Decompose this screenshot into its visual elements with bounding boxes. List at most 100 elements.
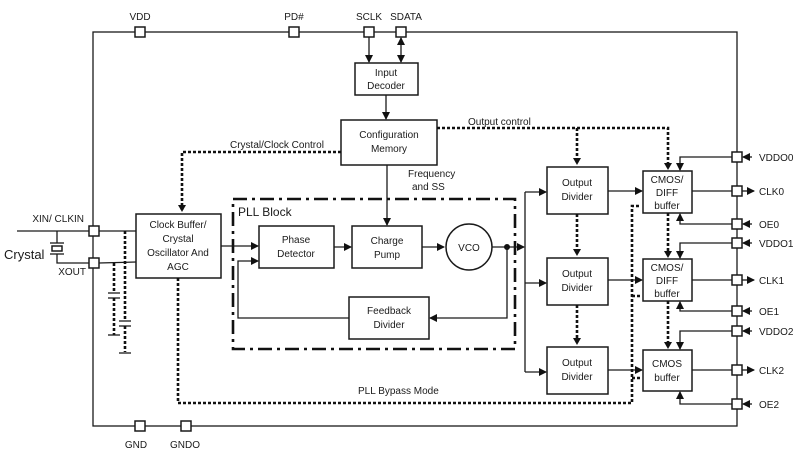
pin-clk2: CLK2: [731, 364, 784, 377]
pin-clk2-label: CLK2: [759, 366, 784, 377]
div2-arrowhead: [573, 338, 581, 345]
pin-vddo1: VDDO1: [731, 237, 794, 250]
config-memory-label-2: Memory: [371, 144, 407, 155]
clock-buffer-label-4: AGC: [167, 262, 189, 273]
crystal-label: Crystal: [4, 247, 45, 262]
feedback-to-pd-wire: [237, 257, 349, 319]
buffer-1-label-3: buffer: [654, 289, 680, 300]
output-divider-2-label-1: Output: [562, 358, 592, 369]
charge-pump-block: Charge Pump: [351, 225, 423, 269]
pin-gndo: GNDO: [170, 420, 200, 451]
output-divider-1-label-2: Divider: [561, 283, 593, 294]
buffer-1: CMOS/ DIFF buffer: [642, 258, 693, 302]
pin-clk1: CLK1: [731, 274, 784, 287]
vco-block: VCO: [445, 223, 493, 271]
buffer-0: CMOS/ DIFF buffer: [642, 170, 693, 214]
buffer-0-label-1: CMOS/: [651, 175, 684, 186]
div1-arrowhead: [573, 249, 581, 256]
pll-block-boundary: [231, 197, 517, 351]
pin-vddo0-label: VDDO0: [759, 153, 794, 164]
output-control-arrowhead-2: [664, 163, 672, 170]
pin-sclk-label: SCLK: [356, 12, 382, 23]
pin-vdd: VDD: [129, 12, 151, 38]
pin-gnd: GND: [125, 420, 147, 451]
pin-gnd-label: GND: [125, 440, 147, 451]
pin-oe0: OE0: [731, 218, 779, 231]
buf1-arrowhead: [664, 251, 672, 258]
pin-vdd-label: VDD: [129, 12, 150, 23]
pin-oe1-label: OE1: [759, 307, 779, 318]
vco-label: VCO: [458, 243, 480, 254]
pin-pd: PD#: [284, 12, 304, 38]
clock-buffer-label-2: Crystal: [162, 234, 193, 245]
output-divider-1-label-1: Output: [562, 269, 592, 280]
charge-pump-label-2: Pump: [374, 250, 401, 261]
output-control-arrowhead-1: [573, 158, 581, 165]
output-divider-1: Output Divider: [546, 257, 609, 306]
pin-xin-label: XIN/ CLKIN: [32, 214, 84, 225]
load-capacitor-1: [108, 292, 120, 336]
clock-buffer-label-3: Oscillator And: [147, 248, 209, 259]
output-divider-2-label-2: Divider: [561, 372, 593, 383]
oe2-enable-wire: [676, 391, 732, 405]
input-decoder-label-1: Input: [375, 68, 397, 79]
pin-xout-label: XOUT: [58, 267, 86, 278]
vddo2-supply-wire: [676, 330, 732, 350]
phase-detector-block: Phase Detector: [258, 225, 335, 269]
pin-oe2-label: OE2: [759, 400, 779, 411]
pin-clk0: CLK0: [731, 185, 784, 198]
buffer-2-label-2: buffer: [654, 373, 680, 384]
buffer-2-label-1: CMOS: [652, 359, 682, 370]
pin-sdata: SDATA: [390, 12, 422, 38]
pin-gndo-label: GNDO: [170, 440, 200, 451]
pll-bypass-label: PLL Bypass Mode: [358, 386, 439, 397]
pin-clk1-label: CLK1: [759, 276, 784, 287]
crystal-clock-control-line: [180, 150, 341, 210]
buffer-1-label-1: CMOS/: [651, 263, 684, 274]
output-divider-0-label-2: Divider: [561, 192, 593, 203]
oe0-enable-wire: [676, 213, 732, 225]
buf2-arrowhead: [664, 342, 672, 349]
config-memory-label-1: Configuration: [359, 130, 418, 141]
vddo0-supply-wire: [676, 156, 732, 171]
input-decoder-label-2: Decoder: [367, 81, 405, 92]
phase-detector-label-2: Detector: [277, 249, 315, 260]
xout-to-buffer-wire: [98, 261, 137, 264]
pll-block-label: PLL Block: [238, 205, 293, 219]
output-divider-0-label-1: Output: [562, 178, 592, 189]
feedback-divider-label-1: Feedback: [367, 306, 412, 317]
clock-buffer-label-1: Clock Buffer/: [149, 220, 206, 231]
buffer-0-label-2: DIFF: [656, 188, 678, 199]
pin-xin: XIN/ CLKIN: [32, 214, 100, 237]
vco-to-feedback-wire: [429, 247, 508, 322]
oe1-enable-wire: [676, 301, 732, 312]
vddo1-supply-wire: [676, 242, 732, 259]
pin-pd-label: PD#: [284, 12, 304, 23]
load-capacitor-2: [119, 320, 131, 354]
input-decoder-block: Input Decoder: [354, 62, 419, 96]
pin-sdata-label: SDATA: [390, 12, 422, 23]
pin-sclk: SCLK: [356, 12, 382, 38]
output-control-line: [437, 126, 670, 165]
pin-oe1: OE1: [731, 305, 779, 318]
output-control-label: Output control: [468, 117, 531, 128]
output-divider-2: Output Divider: [546, 346, 609, 395]
pin-oe0-label: OE0: [759, 220, 779, 231]
pin-vddo0: VDDO0: [731, 151, 794, 164]
charge-pump-label-1: Charge: [371, 236, 404, 247]
pin-clk0-label: CLK0: [759, 187, 784, 198]
crystal-clock-control-label: Crystal/Clock Control: [230, 140, 324, 151]
feedback-divider-block: Feedback Divider: [348, 296, 430, 340]
phase-detector-label-1: Phase: [282, 235, 311, 246]
frequency-label: Frequency: [408, 169, 455, 180]
pin-vddo1-label: VDDO1: [759, 239, 794, 250]
buffer-2: CMOS buffer: [642, 349, 693, 392]
clock-buffer-oscillator-block: Clock Buffer/ Crystal Oscillator And AGC: [135, 213, 222, 279]
feedback-divider-label-2: Divider: [373, 320, 405, 331]
and-ss-label: and SS: [412, 182, 445, 193]
pin-vddo2: VDDO2: [731, 325, 794, 338]
pin-vddo2-label: VDDO2: [759, 327, 794, 338]
pin-oe2: OE2: [731, 398, 779, 411]
